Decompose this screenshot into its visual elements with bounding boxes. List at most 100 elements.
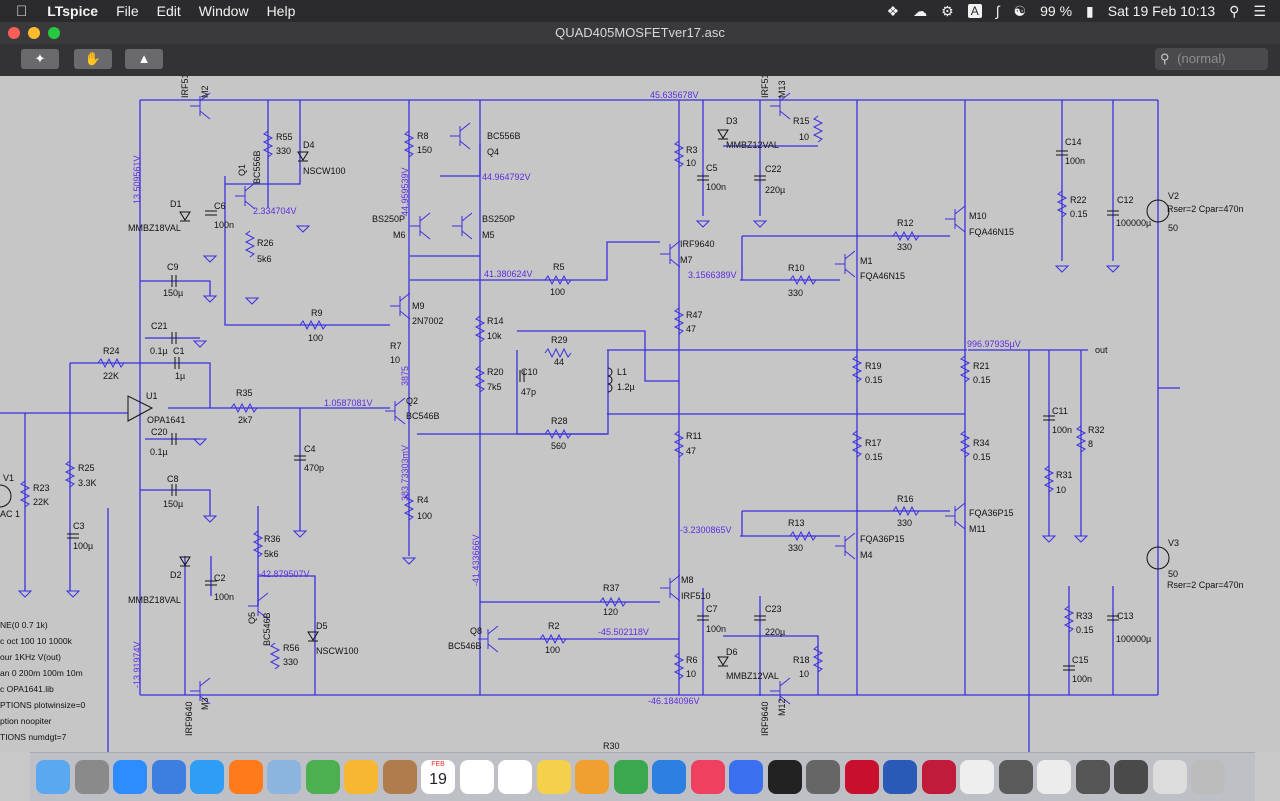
diode-symbol[interactable] — [297, 151, 309, 162]
component-label[interactable]: Q4 — [487, 147, 499, 157]
resistor-symbol[interactable] — [673, 307, 685, 335]
transistor-symbol[interactable] — [945, 205, 966, 233]
component-label[interactable]: 330 — [897, 518, 912, 528]
component-label[interactable]: 2N7002 — [412, 316, 444, 326]
component-label[interactable]: Q2 — [406, 396, 418, 406]
resistor-symbol[interactable] — [673, 652, 685, 680]
node-voltage-label[interactable]: 3.1566389V — [688, 270, 737, 280]
resistor-symbol[interactable] — [673, 140, 685, 168]
transistor-symbol[interactable] — [450, 122, 471, 150]
component-label[interactable]: R56 — [283, 643, 300, 653]
transistor-symbol[interactable] — [235, 182, 256, 210]
component-label[interactable]: 1µ — [175, 371, 185, 381]
spice-directive[interactable]: an 0 200m 100m 10m — [0, 668, 83, 678]
capacitor-symbol[interactable] — [1107, 615, 1119, 621]
component-label[interactable]: C14 — [1065, 137, 1082, 147]
component-label[interactable]: R29 — [551, 335, 568, 345]
transistor-symbol[interactable] — [945, 502, 966, 530]
transistor-symbol[interactable] — [770, 677, 791, 705]
component-label[interactable]: C23 — [765, 604, 782, 614]
component-label[interactable]: R7 — [390, 341, 402, 351]
diode-symbol[interactable] — [717, 129, 729, 140]
capacitor-symbol[interactable] — [205, 580, 217, 586]
resistor-symbol[interactable] — [474, 365, 486, 393]
resistor-symbol[interactable] — [544, 347, 572, 359]
component-label[interactable]: R23 — [33, 483, 50, 493]
component-label[interactable]: 100000µ — [1116, 218, 1151, 228]
component-label[interactable]: 50 — [1168, 223, 1178, 233]
resistor-symbol[interactable] — [789, 274, 817, 286]
component-label[interactable]: MMBZ18VAL — [128, 223, 181, 233]
component-label[interactable]: 47 — [686, 324, 696, 334]
spotlight-icon[interactable]: ⚲ — [1229, 2, 1240, 19]
resistor-symbol[interactable] — [97, 357, 125, 369]
kicad-icon[interactable] — [883, 760, 917, 794]
pan-button[interactable]: ✋ — [74, 49, 112, 69]
resistor-symbol[interactable] — [812, 645, 824, 673]
capacitor-symbol[interactable] — [1063, 665, 1075, 671]
component-label[interactable]: 330 — [283, 657, 298, 667]
component-label[interactable]: 560 — [551, 441, 566, 451]
component-label[interactable]: M4 — [860, 550, 873, 560]
component-label[interactable]: R33 — [1076, 611, 1093, 621]
component-label[interactable]: R16 — [897, 494, 914, 504]
component-label[interactable]: C7 — [706, 604, 718, 614]
component-label[interactable]: MMBZ12VAL — [726, 671, 779, 681]
component-label[interactable]: R2 — [548, 621, 560, 631]
capacitor-symbol[interactable] — [1056, 150, 1068, 156]
keynote-icon[interactable] — [652, 760, 686, 794]
component-label[interactable]: 220µ — [765, 185, 785, 195]
component-label[interactable]: D4 — [303, 140, 315, 150]
component-label[interactable]: 100 — [308, 333, 323, 343]
component-label[interactable]: BC546B — [448, 641, 482, 651]
component-label[interactable]: V3 — [1168, 538, 1179, 548]
battery-icon[interactable]: ▮ — [1086, 2, 1094, 19]
window-thumb-icon[interactable] — [998, 760, 1033, 794]
component-label[interactable]: MMBZ18VAL — [128, 595, 181, 605]
resistor-symbol[interactable] — [64, 460, 76, 488]
diode-symbol[interactable] — [179, 556, 191, 567]
resistor-symbol[interactable] — [544, 428, 572, 440]
node-voltage-label[interactable]: 44.964792V — [482, 172, 531, 182]
component-label[interactable]: FQA46N15 — [969, 227, 1014, 237]
file-menu[interactable]: File — [104, 3, 139, 19]
component-label[interactable]: R10 — [788, 263, 805, 273]
component-label[interactable]: 0.1µ — [150, 346, 168, 356]
component-label[interactable]: 330 — [788, 288, 803, 298]
window-thumb-icon[interactable] — [1152, 760, 1187, 794]
app-icon[interactable] — [921, 760, 956, 794]
component-label[interactable]: Q8 — [470, 626, 482, 636]
diode-symbol[interactable] — [179, 211, 191, 222]
component-label[interactable]: C6 — [214, 201, 226, 211]
voltage-source-symbol[interactable] — [1146, 546, 1170, 570]
component-label[interactable]: R4 — [417, 495, 429, 505]
spice-directive[interactable]: our 1KHz V(out) — [0, 652, 61, 662]
input-source-icon[interactable]: A — [967, 4, 982, 18]
node-voltage-label[interactable]: 3875 — [400, 366, 410, 386]
component-label[interactable]: C21 — [151, 321, 168, 331]
component-label[interactable]: 22K — [103, 371, 119, 381]
component-label[interactable]: 2k7 — [238, 415, 253, 425]
component-label[interactable]: OPA1641 — [147, 415, 185, 425]
node-voltage-label[interactable]: -46.184096V — [648, 696, 700, 706]
component-label[interactable]: R8 — [417, 131, 429, 141]
zoom-window-button[interactable] — [48, 27, 60, 39]
component-label[interactable]: NSCW100 — [316, 646, 359, 656]
component-label[interactable]: 330 — [897, 242, 912, 252]
component-label[interactable]: D2 — [170, 570, 182, 580]
component-label[interactable]: D5 — [316, 621, 328, 631]
component-label[interactable]: 120 — [603, 607, 618, 617]
component-label[interactable]: NSCW100 — [303, 166, 346, 176]
resistor-symbol[interactable] — [544, 274, 572, 286]
capacitor-symbol[interactable] — [697, 615, 709, 621]
component-label[interactable]: R17 — [865, 438, 882, 448]
component-label[interactable]: M9 — [412, 301, 425, 311]
component-label[interactable]: 330 — [788, 543, 803, 553]
component-label[interactable]: M13 — [777, 80, 787, 98]
resistor-symbol[interactable] — [230, 402, 258, 414]
resistor-symbol[interactable] — [1056, 190, 1068, 218]
window-thumb-icon[interactable] — [1075, 760, 1110, 794]
clock[interactable]: Sat 19 Feb 10:13 — [1107, 3, 1216, 19]
capacitor-symbol[interactable] — [171, 332, 177, 344]
